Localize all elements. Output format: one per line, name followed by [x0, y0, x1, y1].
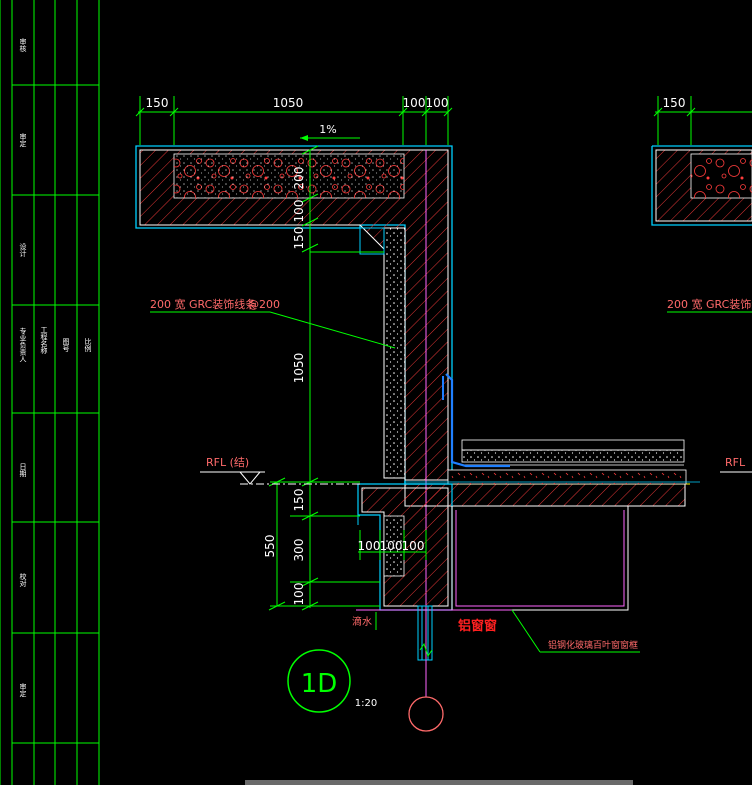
rfl-marker-left: RFL (结) — [200, 456, 360, 485]
horizontal-scrollbar[interactable] — [245, 780, 633, 785]
drain-pipe-symbol — [408, 660, 444, 732]
right-partial-section — [651, 145, 752, 226]
title-row-label: 专业负责人 — [19, 327, 27, 363]
detail-scale: 1:20 — [355, 698, 377, 709]
grc-decoration-panel — [359, 227, 406, 479]
grc-label-left: 200 宽 GRC装饰线条 — [150, 297, 256, 311]
window-label: 铝窗窗 — [458, 618, 497, 634]
title-block: 审核 审定 设计 专业负责人 日期 校对 审定 工程名称 图号 比例 — [0, 0, 100, 785]
title-row-label: 设计 — [19, 242, 27, 258]
dim-top-100b: 100 — [426, 96, 449, 110]
drip-label: 滴水 — [352, 615, 372, 628]
svg-text:RFL (结): RFL (结) — [206, 456, 249, 469]
dim-v-300: 300 — [292, 539, 306, 562]
dim-bottom-100a: 100 — [358, 539, 381, 553]
top-dimensions — [135, 96, 752, 145]
detail-marker: 1D 1:20 — [287, 649, 377, 713]
roof-slab — [356, 439, 700, 507]
svg-text:RFL: RFL — [725, 456, 746, 469]
dim-bottom-100c: 100 — [402, 539, 425, 553]
title-row-label: 审定 — [19, 132, 27, 148]
dim-v-200: 200 — [292, 167, 306, 190]
dim-v-100-low: 100 — [292, 583, 306, 606]
title-row-label: 审定 — [19, 682, 27, 698]
dim-bottom-100b: 100 — [380, 539, 403, 553]
svg-text:1%: 1% — [319, 123, 336, 136]
grc-spacing-label: @200 — [248, 298, 280, 311]
rfl-marker-right: RFL — [720, 456, 752, 473]
waterproof-flashing — [445, 373, 510, 468]
edge-beam — [357, 483, 453, 611]
dim-top-right-150: 150 — [663, 96, 686, 110]
window-opening — [356, 506, 629, 661]
slope-indicator: 1% — [300, 123, 360, 141]
sheet-label: 图号 — [62, 338, 70, 353]
vertical-dimensions — [268, 145, 384, 611]
dim-v-150-low: 150 — [292, 489, 306, 512]
dim-v-1050: 1050 — [292, 353, 306, 384]
parapet-cap — [135, 145, 453, 485]
dim-v-150-top: 150 — [292, 227, 306, 250]
window-note-label: 铝钢化玻璃百叶窗窗框 — [548, 639, 638, 651]
bottom-dimensions — [358, 530, 427, 560]
detail-id: 1D — [301, 669, 338, 699]
title-row-label: 审核 — [19, 37, 27, 53]
dim-v-100: 100 — [292, 200, 306, 223]
dim-top-100a: 100 — [403, 96, 426, 110]
dim-top-150: 150 — [146, 96, 169, 110]
dim-v-550: 550 — [263, 535, 277, 558]
sheet-label: 比例 — [84, 337, 92, 353]
sheet-label: 工程名称 — [40, 326, 48, 355]
dim-top-1050: 1050 — [273, 96, 304, 110]
grc-label-right: 200 宽 GRC装饰线条 — [667, 297, 752, 311]
title-row-label: 日期 — [19, 463, 27, 478]
title-row-label: 校对 — [19, 572, 27, 587]
